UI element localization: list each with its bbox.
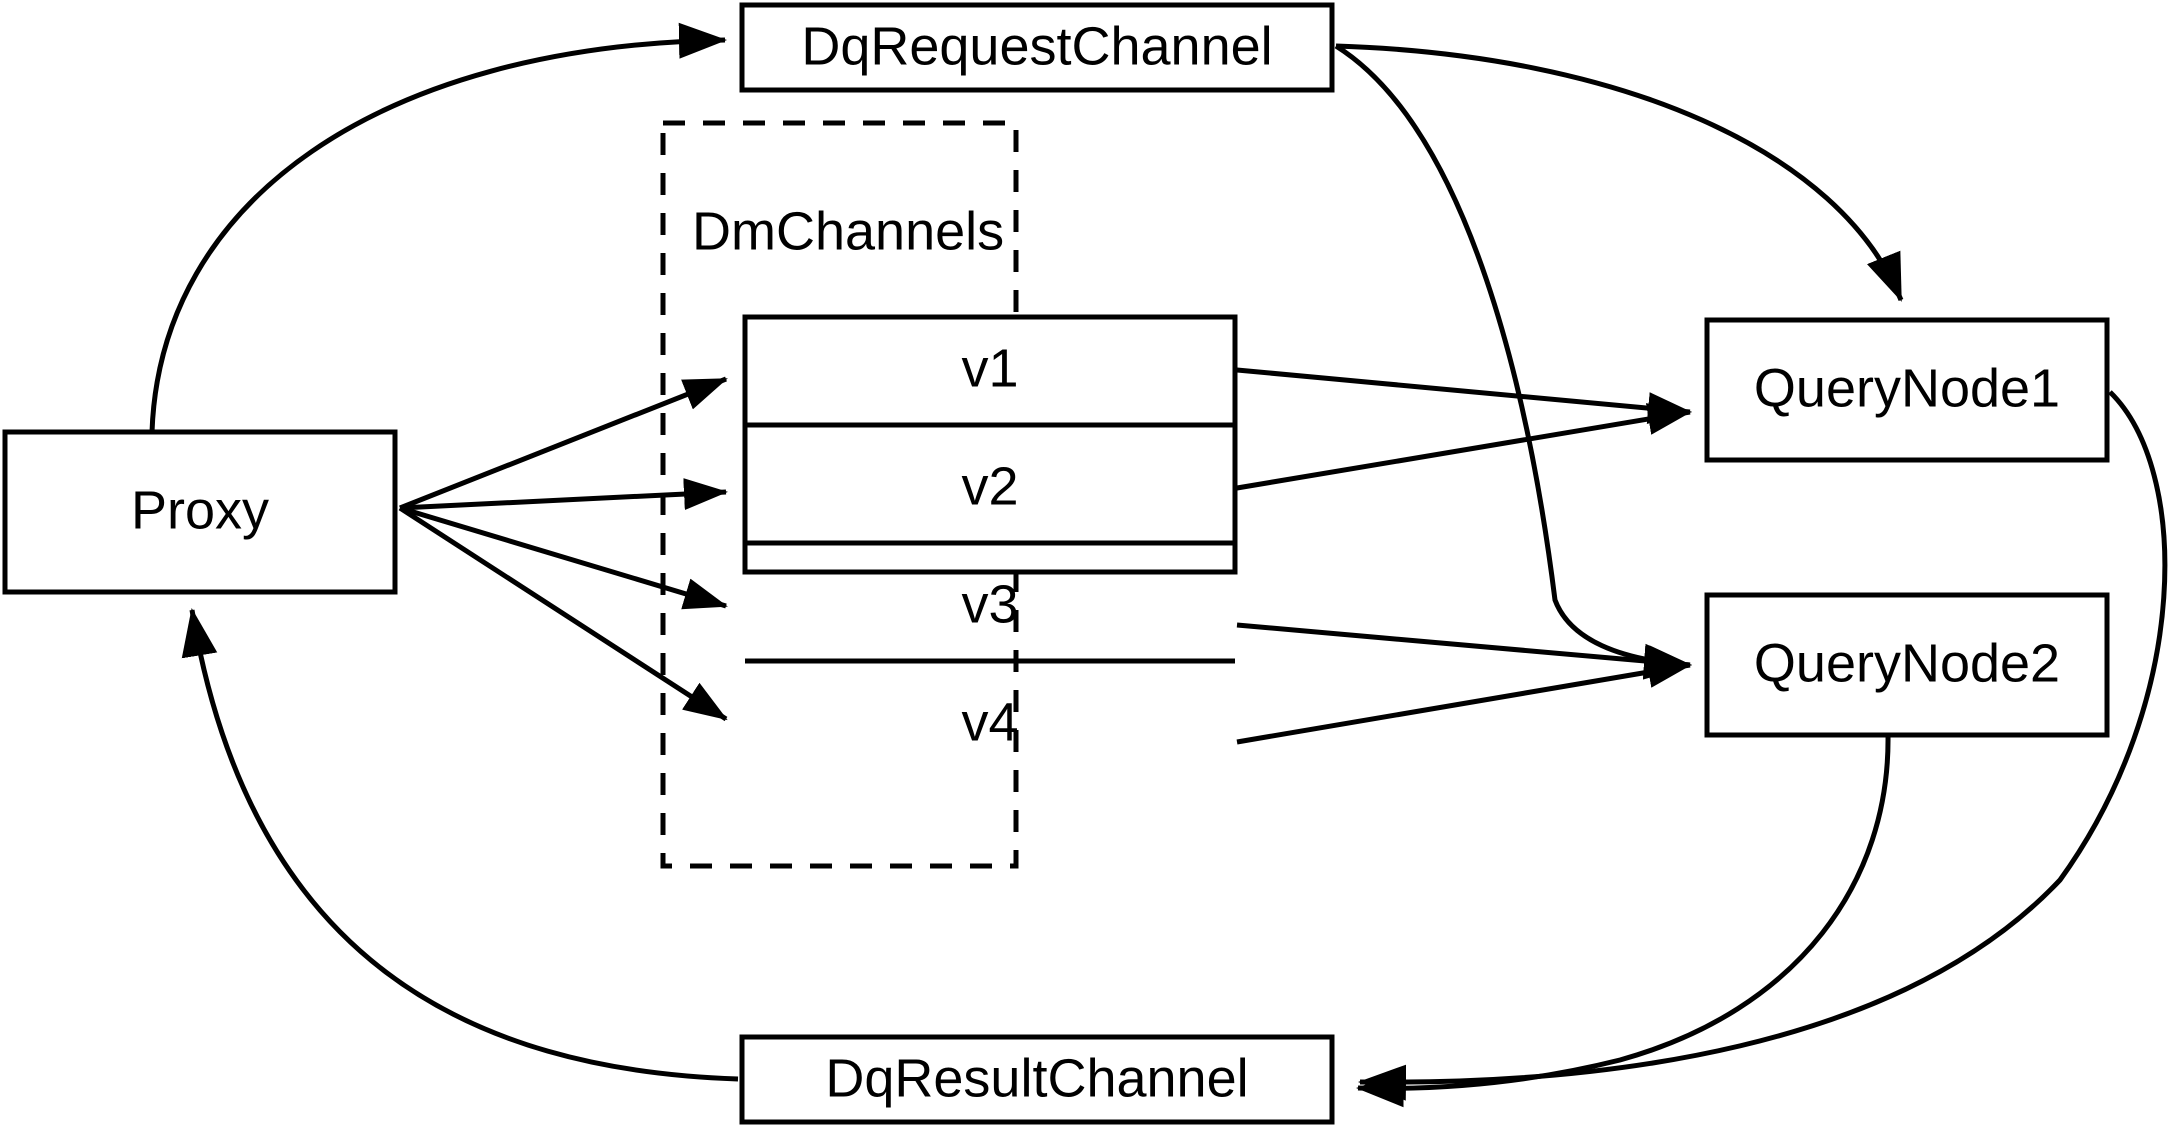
query-node-2-box[interactable] — [1704, 592, 2110, 738]
dq-request-channel-label: DqRequestChannel — [801, 16, 1272, 76]
node-dq-result-channel[interactable]: DqResultChannel — [739, 1034, 1335, 1125]
edge-v3-to-querynode2 — [1236, 622, 1692, 678]
edge-proxy-to-dqrequestchannel — [149, 22, 727, 433]
proxy-box[interactable] — [2, 429, 398, 595]
edge-v4-to-querynode2 — [1236, 656, 1692, 745]
edge-proxy-to-v3 — [399, 505, 728, 610]
proxy-label: Proxy — [131, 480, 269, 540]
edge-querynode1-to-dqresultchannel — [1358, 390, 2168, 1101]
edge-dqrequestchannel-to-querynode1 — [1335, 43, 1904, 302]
channel-label-v4[interactable]: v4 — [961, 692, 1018, 752]
dm-channels-label: DmChannels — [692, 201, 1004, 261]
channel-label-v1[interactable]: v1 — [961, 338, 1018, 398]
channel-stack: v1 v2 v3 v4 — [742, 314, 1238, 752]
edge-proxy-to-v2 — [399, 478, 728, 511]
edge-dqresultchannel-to-proxy — [181, 608, 739, 1082]
query-node-1-label: QueryNode1 — [1754, 358, 2060, 418]
edge-querynode2-to-dqresultchannel — [1356, 734, 1891, 1108]
query-node-1-box[interactable] — [1704, 317, 2110, 463]
node-query-node-2[interactable]: QueryNode2 — [1704, 592, 2110, 738]
channel-label-v2[interactable]: v2 — [961, 456, 1018, 516]
channel-stack-border — [742, 314, 1238, 575]
edge-proxy-to-v4 — [398, 505, 728, 722]
query-node-2-label: QueryNode2 — [1754, 633, 2060, 693]
dq-result-channel-label: DqResultChannel — [825, 1048, 1248, 1108]
dm-channels-group: DmChannels — [660, 120, 1019, 869]
channel-label-v3[interactable]: v3 — [961, 574, 1018, 634]
edge-proxy-to-v1 — [399, 376, 728, 511]
edge-dqrequestchannel-to-querynode2 — [1334, 43, 1692, 680]
dq-result-channel-box[interactable] — [739, 1034, 1335, 1125]
dq-request-channel-box[interactable] — [739, 2, 1335, 93]
edge-v2-to-querynode1 — [1236, 403, 1692, 491]
node-proxy[interactable]: Proxy — [2, 429, 398, 595]
edge-v1-to-querynode1 — [1236, 367, 1692, 425]
node-query-node-1[interactable]: QueryNode1 — [1704, 317, 2110, 463]
node-dq-request-channel[interactable]: DqRequestChannel — [739, 2, 1335, 93]
